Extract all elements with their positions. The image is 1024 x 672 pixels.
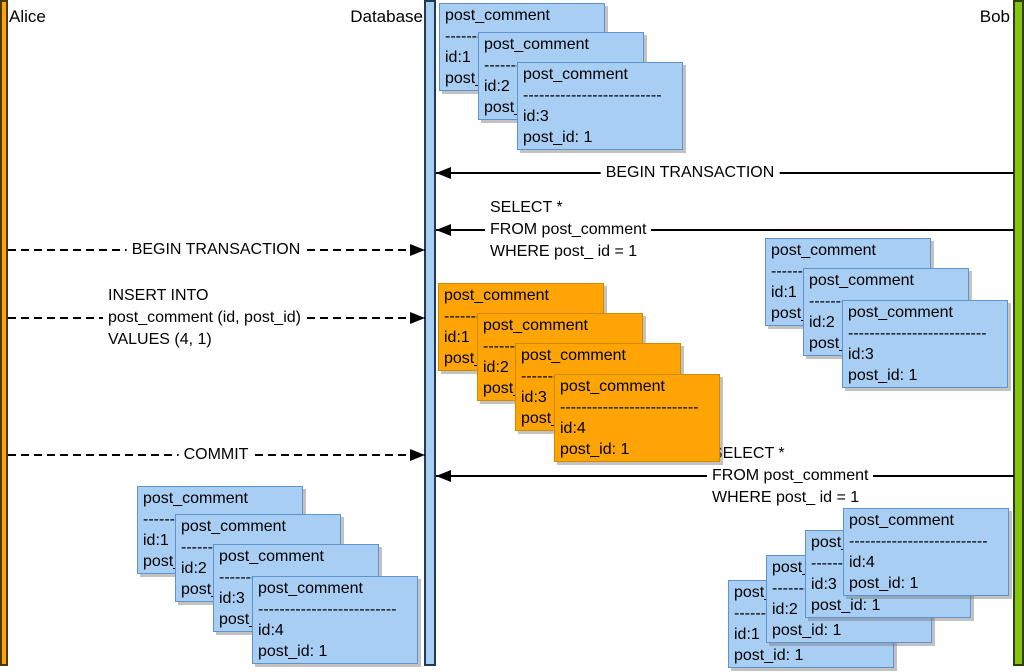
message-select-1: SELECT * FROM post_comment WHERE post_ i…	[436, 197, 1014, 263]
card-separator: --------------------------	[849, 533, 988, 550]
card-id: id:4	[849, 554, 875, 571]
card-title: post_comment	[143, 490, 248, 507]
card-post-id: post_id: 1	[258, 643, 328, 660]
table-card: post_comment -------------------------- …	[554, 374, 720, 462]
card-id: id:2	[772, 601, 798, 618]
message-label: BEGIN TRANSACTION	[126, 239, 306, 261]
card-post-id: post_id: 1	[849, 575, 919, 592]
arrowhead-right-icon	[410, 449, 425, 461]
card-title: post_comment	[771, 242, 876, 259]
message-label: INSERT INTO post_comment (id, post_id) V…	[103, 285, 306, 351]
card-title: post_comment	[809, 272, 914, 289]
arrowhead-left-icon	[436, 224, 451, 236]
card-title: post_comment	[181, 518, 286, 535]
message-label-line: WHERE post_ id = 1	[712, 489, 860, 506]
message-label: BEGIN TRANSACTION	[600, 162, 780, 184]
message-label-line: WHERE post_ id = 1	[490, 243, 638, 260]
message-begin-transaction-bob: BEGIN TRANSACTION	[436, 162, 1014, 184]
card-title: post_comment	[848, 304, 953, 321]
card-title: post_comment	[484, 36, 589, 53]
card-id: id:1	[771, 284, 797, 301]
table-card: post_comment -------------------------- …	[843, 508, 1009, 596]
message-label-line: FROM post_comment	[490, 221, 647, 238]
table-card: post_comment -------------------------- …	[842, 300, 1008, 388]
card-title: post_comment	[523, 66, 628, 83]
card-id: id:2	[181, 560, 207, 577]
arrowhead-right-icon	[410, 312, 425, 324]
card-id: id:2	[809, 314, 835, 331]
card-id: id:3	[219, 590, 245, 607]
actor-label-alice: Alice	[9, 7, 46, 26]
message-line	[436, 229, 1014, 231]
card-title: post_comment	[483, 317, 588, 334]
card-title: post_comment	[444, 287, 549, 304]
message-label-line: FROM post_comment	[712, 467, 869, 484]
card-title: post_comment	[521, 347, 626, 364]
message-label: SELECT * FROM post_comment WHERE post_ i…	[707, 443, 874, 509]
card-id: id:3	[523, 108, 549, 125]
message-label-line: VALUES (4, 1)	[108, 331, 212, 348]
card-separator: --------------------------	[258, 601, 397, 618]
card-id: id:1	[734, 626, 760, 643]
card-id: id:2	[483, 359, 509, 376]
message-label-line: SELECT *	[490, 199, 563, 216]
actor-label-database: Database	[350, 7, 423, 26]
lifeline-alice	[0, 0, 8, 666]
card-id: id:3	[848, 346, 874, 363]
table-card: post_comment -------------------------- …	[252, 576, 418, 664]
card-separator: --------------------------	[848, 325, 987, 342]
card-id: id:4	[258, 622, 284, 639]
card-separator: --------------------------	[560, 399, 699, 416]
lifeline-bob	[1013, 0, 1024, 666]
message-label-line: INSERT INTO	[108, 287, 209, 304]
card-title: post_comment	[258, 580, 363, 597]
card-title: post_comment	[445, 7, 550, 24]
message-label: SELECT * FROM post_comment WHERE post_ i…	[485, 197, 652, 263]
message-commit: COMMIT	[8, 444, 425, 466]
card-title: post_comment	[849, 512, 954, 529]
card-id: id:1	[143, 532, 169, 549]
arrowhead-right-icon	[410, 244, 425, 256]
card-post-id: post_id: 1	[772, 622, 842, 639]
card-post-id: post_id: 1	[523, 129, 593, 146]
card-id: id:2	[484, 78, 510, 95]
card-id: id:1	[444, 329, 470, 346]
card-id: id:3	[811, 576, 837, 593]
card-id: id:3	[521, 389, 547, 406]
lifeline-database	[424, 0, 436, 666]
message-begin-transaction-alice: BEGIN TRANSACTION	[8, 239, 425, 261]
card-separator: --------------------------	[523, 87, 662, 104]
card-post-id: post_id: 1	[560, 441, 630, 458]
card-post-id: post_id: 1	[848, 367, 918, 384]
actor-label-bob: Bob	[979, 7, 1010, 26]
card-title: post_comment	[560, 378, 665, 395]
card-post-id: post_id: 1	[734, 647, 804, 664]
message-label-line: post_comment (id, post_id)	[108, 309, 301, 326]
message-label: COMMIT	[178, 444, 254, 466]
card-id: id:1	[445, 49, 471, 66]
card-title: post_comment	[219, 548, 324, 565]
card-id: id:4	[560, 420, 586, 437]
message-label-line: SELECT *	[712, 445, 785, 462]
table-card: post_comment -------------------------- …	[517, 62, 683, 150]
arrowhead-left-icon	[436, 167, 451, 179]
message-select-2: SELECT * FROM post_comment WHERE post_ i…	[436, 443, 1014, 509]
arrowhead-left-icon	[436, 470, 451, 482]
card-post-id: post_id: 1	[811, 597, 881, 614]
message-insert: INSERT INTO post_comment (id, post_id) V…	[8, 285, 425, 351]
